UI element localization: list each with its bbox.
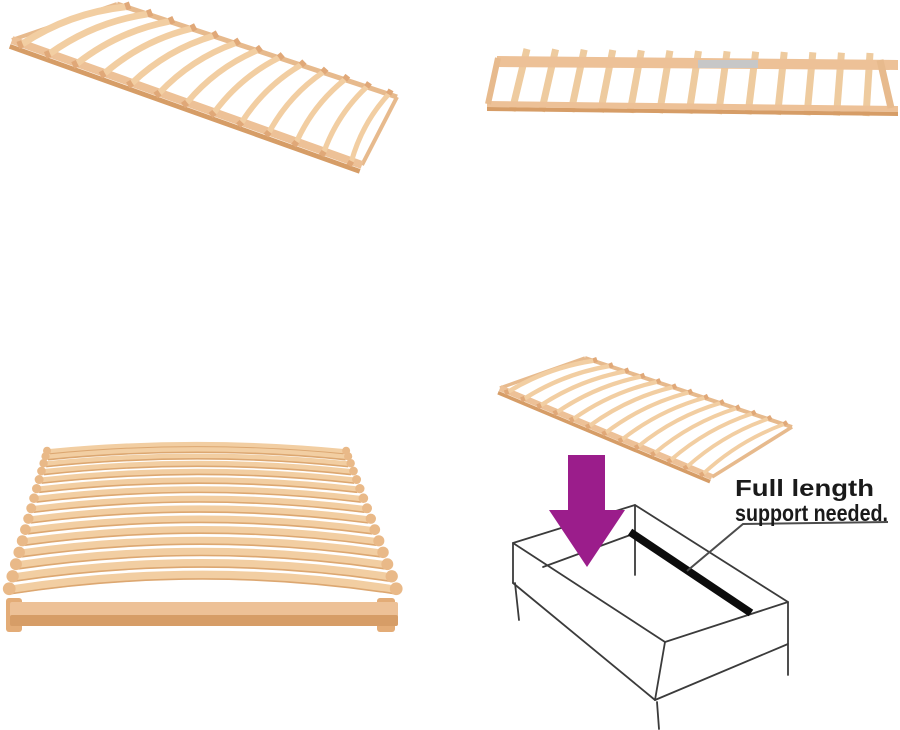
slatted-bed-base-edge-view [485, 48, 898, 117]
down-arrow-icon [549, 455, 625, 567]
annotation-line-1: Full length [735, 475, 874, 501]
bed-frame-sketch [512, 504, 789, 730]
slatted-bed-base-small [497, 356, 793, 484]
callout-leader-line [686, 521, 889, 572]
support-bar [627, 528, 754, 617]
slatted-bed-base-front-view [2, 441, 403, 632]
annotation-line-2: support needed. [735, 500, 888, 526]
support-instruction-diagram: Full length support needed. [497, 356, 889, 730]
slatted-bed-base-angled-view [8, 1, 399, 174]
